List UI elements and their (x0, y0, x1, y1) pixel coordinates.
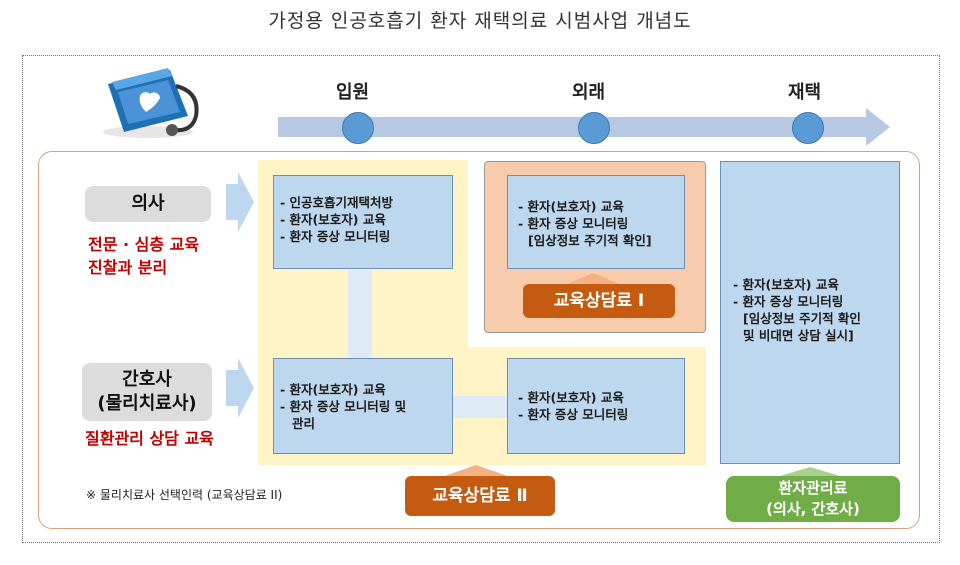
edu1-pointer-icon (560, 272, 626, 287)
mgmt-fee-name: 환자관리료 (778, 479, 848, 497)
inpatient-doctor-item-2: - 환자(보호자) 교육 (280, 212, 386, 227)
mgmt-pointer-icon (770, 464, 850, 479)
inpatient-nurse-item-3: 관리 (292, 416, 316, 431)
timeline-arrow-shaft (278, 117, 868, 137)
nurse-desc: 질환관리 상담 교육 (85, 429, 214, 448)
footnote: ※ 물리치료사 선택인력 (교육상담료 II) (86, 488, 283, 502)
timeline-dot-home (792, 112, 824, 144)
outpatient-doctor-box: - 환자(보호자) 교육 - 환자 증상 모니터링 [임상정보 주기적 확인] (507, 175, 685, 269)
nurse-arrow-icon (226, 358, 254, 418)
doctor-arrow-icon (226, 172, 254, 232)
vertical-connector (348, 270, 372, 358)
timeline-arrowhead (866, 108, 890, 146)
doctor-desc-2: 진찰과 분리 (88, 258, 168, 277)
home-item-3: [임상정보 주기적 확인 (743, 311, 861, 326)
role-doctor: 의사 (85, 186, 211, 222)
patient-management-fee: 환자관리료 (의사, 간호사) (726, 476, 900, 522)
inpatient-nurse-item-1: - 환자(보호자) 교육 (280, 382, 386, 397)
role-nurse-sub: (물리치료사) (97, 393, 197, 414)
inpatient-doctor-item-1: - 인공호흡기재택처방 (280, 195, 394, 210)
doctor-desc-1: 전문 · 심층 교육 (88, 235, 200, 254)
outpatient-doctor-item-1: - 환자(보호자) 교육 (518, 199, 624, 214)
edu2-pointer-icon (436, 464, 516, 479)
edu-counsel-fee-1: 교육상담료 Ⅰ (523, 284, 675, 318)
medical-folder-stethoscope-icon (88, 62, 206, 142)
home-care-box: - 환자(보호자) 교육 - 환자 증상 모니터링 [임상정보 주기적 확인 및… (720, 161, 900, 464)
outpatient-nurse-box: - 환자(보호자) 교육 - 환자 증상 모니터링 (507, 358, 685, 454)
page-title: 가정용 인공호흡기 환자 재택의료 시범사업 개념도 (268, 10, 692, 32)
home-item-2: - 환자 증상 모니터링 (733, 294, 844, 309)
outpatient-nurse-item-1: - 환자(보호자) 교육 (518, 390, 624, 405)
stage-label-home: 재택 (788, 82, 822, 103)
role-nurse-name: 간호사 (122, 369, 172, 390)
home-item-4: 및 비대면 상담 실시] (743, 328, 854, 343)
role-nurse: 간호사 (물리치료사) (82, 363, 212, 421)
edu-counsel-fee-2: 교육상담료 Ⅱ (405, 476, 555, 516)
stage-label-outpatient: 외래 (572, 82, 606, 103)
diagram-frame (22, 55, 940, 543)
outpatient-doctor-item-3: [임상정보 주기적 확인] (528, 233, 652, 248)
inpatient-nurse-box: - 환자(보호자) 교육 - 환자 증상 모니터링 및 관리 (273, 358, 453, 454)
care-process-container (38, 151, 920, 529)
home-item-1: - 환자(보호자) 교육 (733, 277, 839, 292)
stage-label-inpatient: 입원 (336, 82, 370, 103)
mgmt-fee-who: (의사, 간호사) (766, 500, 860, 518)
outpatient-nurse-item-2: - 환자 증상 모니터링 (518, 407, 629, 422)
horizontal-connector (452, 396, 508, 418)
timeline-dot-outpatient (578, 112, 610, 144)
outpatient-doctor-item-2: - 환자 증상 모니터링 (518, 216, 629, 231)
timeline-dot-inpatient (342, 112, 374, 144)
inpatient-nurse-item-2: - 환자 증상 모니터링 및 (280, 399, 407, 414)
inpatient-doctor-box: - 인공호흡기재택처방 - 환자(보호자) 교육 - 환자 증상 모니터링 (273, 175, 453, 269)
inpatient-doctor-item-3: - 환자 증상 모니터링 (280, 229, 391, 244)
